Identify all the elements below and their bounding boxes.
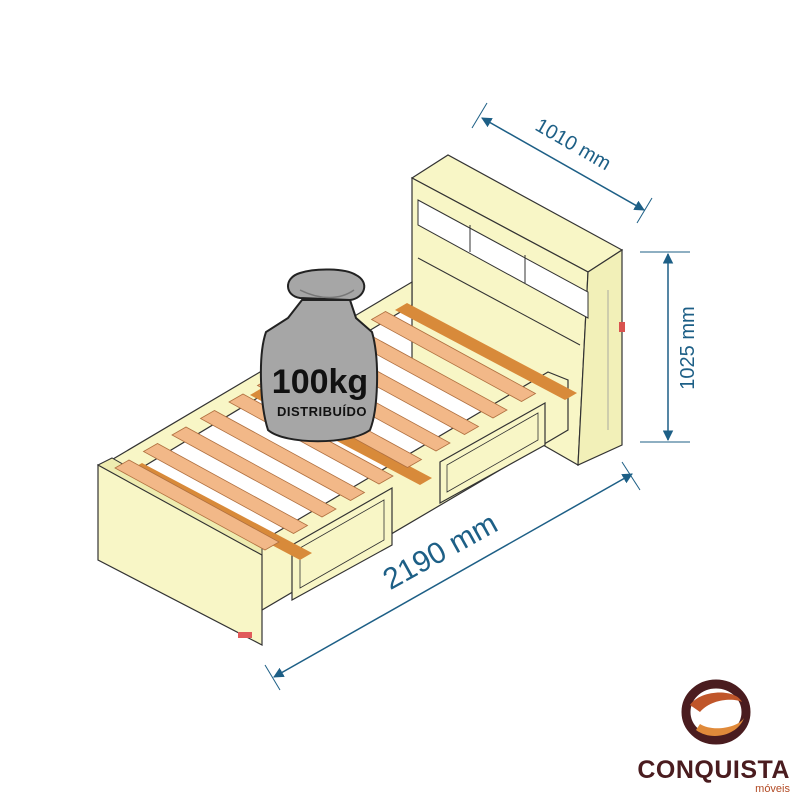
brand-name: CONQUISTA (637, 756, 790, 784)
weight-note: DISTRIBUÍDO (277, 404, 367, 419)
weight-value: 100kg (272, 363, 368, 401)
height-dimension: 1025 mm (640, 251, 699, 443)
weight-icon: 100kg DISTRIBUÍDO (259, 268, 379, 443)
width-label: 1010 mm (531, 114, 614, 175)
brand-tagline: móveis (755, 783, 790, 795)
brand-logo: CONQUISTA móveis (637, 679, 790, 795)
slat-support-beam (395, 303, 577, 400)
logo-mark (681, 679, 751, 745)
height-label: 1025 mm (677, 306, 699, 389)
slat (370, 311, 537, 402)
